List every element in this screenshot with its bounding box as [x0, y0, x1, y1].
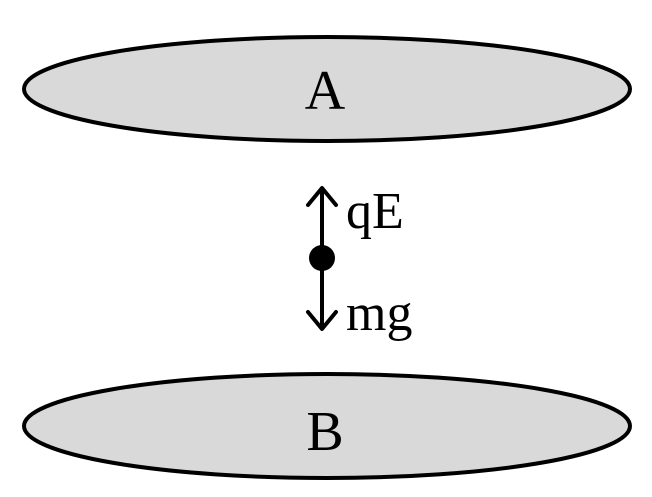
bottom-plate: B	[22, 372, 632, 480]
top-plate-shape	[22, 35, 632, 143]
top-plate: A	[22, 35, 632, 143]
qe-force-label: qE	[346, 183, 404, 240]
particle-dot	[309, 245, 335, 271]
mg-force-label: mg	[346, 285, 412, 342]
up-arrow-head	[306, 186, 338, 207]
bottom-plate-label: B	[306, 401, 343, 463]
down-arrow-head	[306, 310, 338, 331]
top-plate-label: A	[305, 60, 346, 122]
bottom-plate-shape	[22, 372, 632, 480]
charged-particle-group: qE mg	[306, 183, 412, 342]
